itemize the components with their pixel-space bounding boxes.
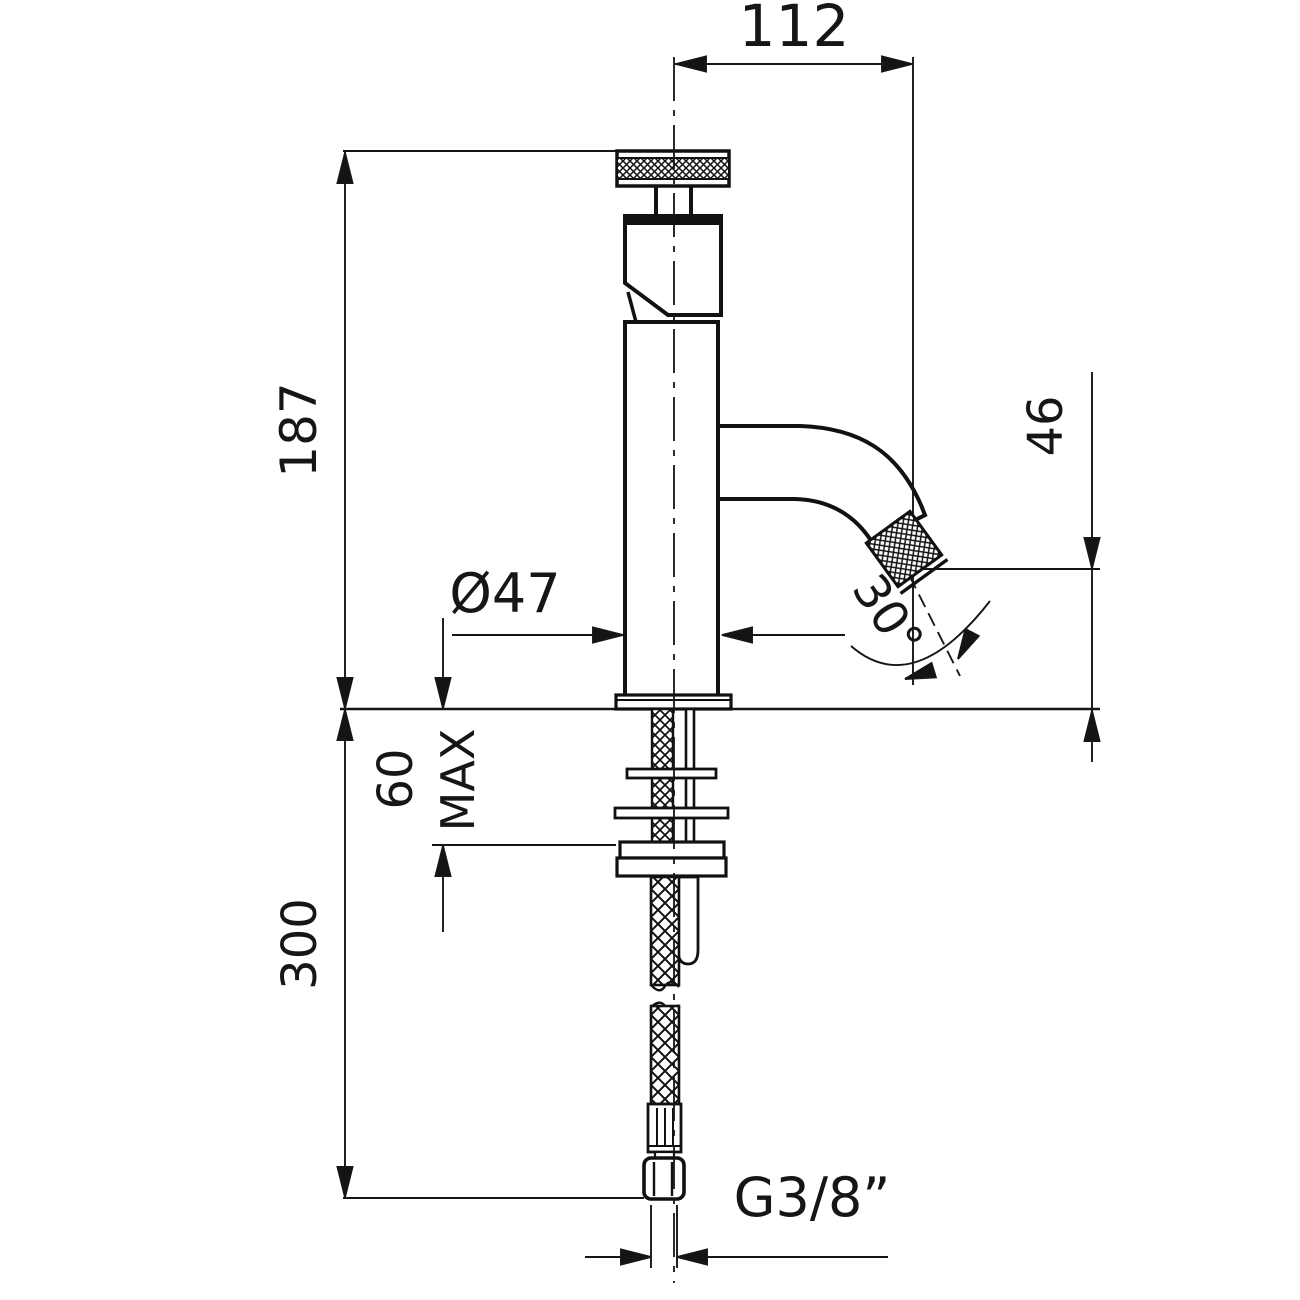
aerator-outlet-face xyxy=(899,558,949,595)
aerator-knurl xyxy=(864,509,944,589)
label-hose-length: 300 xyxy=(272,898,328,990)
label-base-diameter: Ø47 xyxy=(449,562,560,625)
faucet-spout xyxy=(716,424,928,545)
label-spout-reach: 112 xyxy=(739,0,850,60)
faucet-body xyxy=(613,149,928,1201)
faucet-column xyxy=(623,320,720,698)
spout-aerator xyxy=(864,509,949,595)
dim-112 xyxy=(675,55,914,685)
upper-body-cut-edge xyxy=(626,291,638,323)
mounting-nut xyxy=(615,840,728,878)
label-outlet-height: 46 xyxy=(1018,395,1074,456)
stud-end xyxy=(676,875,700,966)
label-deck-max: MAX xyxy=(431,729,485,832)
dimension-lines xyxy=(336,55,1101,1268)
handle-knob xyxy=(615,149,731,188)
dim-187-300 xyxy=(336,150,644,1199)
dim-60-max xyxy=(432,618,616,932)
handle-knurl-band xyxy=(616,157,730,180)
dim-47 xyxy=(452,626,845,644)
label-body-height: 187 xyxy=(270,382,328,477)
hose-ferrule xyxy=(646,1102,683,1154)
mounting-washer-upper xyxy=(625,767,718,780)
mounting-washer-lower xyxy=(613,806,730,820)
upper-body xyxy=(623,214,723,317)
dim-g38 xyxy=(585,1205,888,1268)
label-thread-size: G3/8” xyxy=(734,1166,891,1229)
connector-hex-nut xyxy=(642,1156,686,1201)
angle-arc xyxy=(850,600,991,667)
dimension-labels: 112 187 46 Ø47 30° 60 MAX 300 G3/8” xyxy=(270,0,1074,1229)
label-deck-thickness: 60 xyxy=(368,748,424,809)
upper-body-seal-band xyxy=(625,216,721,225)
dim-46 xyxy=(912,372,1101,762)
